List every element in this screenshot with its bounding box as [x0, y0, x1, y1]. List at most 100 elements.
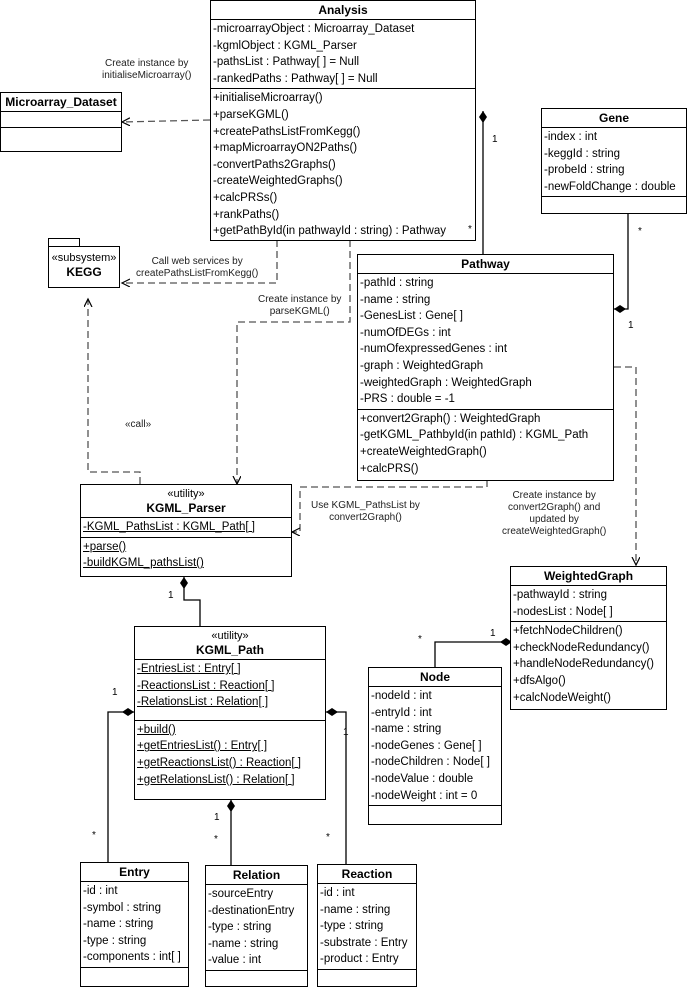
mult-analysis-pathway-1: 1: [492, 134, 498, 145]
class-kgml-parser-methods: +parse() -buildKGML_pathsList(): [81, 538, 291, 573]
dep-analysis-kegg: [122, 240, 278, 283]
attribute: -name : string: [371, 723, 442, 736]
attribute: -numOfDEGs : int: [360, 326, 451, 339]
class-pathway-attributes: -pathId : string -name : string -GenesLi…: [358, 274, 613, 410]
class-reaction-methods: [318, 970, 416, 980]
label-line: Create instance by: [258, 294, 342, 305]
class-kgml-path-attributes: -EntriesList : Entry[ ] -ReactionsList :…: [135, 660, 325, 721]
attribute: -keggId : string: [544, 147, 621, 160]
label-line: Use KGML_PathsList by: [311, 500, 420, 511]
comp-path-entry: [107, 708, 134, 862]
class-relation-methods: [206, 971, 307, 981]
mult-path-entry-1: 1: [112, 687, 118, 698]
attribute: -name : string: [360, 293, 431, 306]
attribute: -PRS : double = -1: [360, 393, 455, 406]
dep-pathway-weightedgraph: [614, 366, 636, 565]
attribute: -pathsList : Pathway[ ] = Null: [213, 56, 360, 69]
method: +mapMicroarrayON2Paths(): [213, 142, 358, 155]
attribute: -type : string: [320, 920, 384, 933]
attribute: -nodesList : Node[ ]: [513, 605, 613, 618]
label-line: parseKGML(): [269, 306, 330, 317]
class-kgml-path-header: «utility» KGML_Path: [135, 627, 325, 660]
class-entry-methods: [81, 968, 188, 980]
class-kgml-parser-stereotype: «utility»: [167, 488, 205, 500]
method: +calcPRS(): [360, 462, 419, 475]
attribute: -nodeWeight : int = 0: [371, 789, 478, 802]
attribute: -type : string: [83, 934, 147, 947]
comp-pathway-gene: [614, 213, 629, 313]
method: +convert2Graph() : WeightedGraph: [360, 412, 541, 425]
class-kgml-parser[interactable]: «utility» KGML_Parser -KGML_PathsList : …: [80, 484, 292, 577]
attribute: -newFoldChange : double: [544, 180, 676, 193]
attribute: -id : int: [83, 885, 118, 897]
class-gene-attributes: -index : int -keggId : string -probeId :…: [542, 128, 686, 198]
method: +dfsAlgo(): [513, 674, 566, 687]
class-microarray-methods: [1, 128, 121, 143]
attribute: -symbol : string: [83, 901, 161, 914]
attribute: -probeId : string: [544, 164, 625, 177]
class-pathway-methods: +convert2Graph() : WeightedGraph -getKGM…: [358, 410, 613, 478]
method: -getKGML_PathbyId(in pathId) : KGML_Path: [360, 429, 589, 442]
class-weighted-graph[interactable]: WeightedGraph -pathwayId : string -nodes…: [510, 566, 667, 710]
package-kegg[interactable]: «subsystem» KEGG: [48, 238, 122, 298]
class-analysis-attributes: -microarrayObject : Microarray_Dataset -…: [211, 20, 475, 90]
class-gene[interactable]: Gene -index : int -keggId : string -prob…: [541, 108, 687, 214]
comp-weightedgraph-node: [434, 638, 512, 667]
method: +getPathById(in pathwayId : string) : Pa…: [213, 225, 446, 238]
method: -convertPaths2Graphs(): [213, 158, 336, 171]
class-node-name: Node: [420, 670, 450, 684]
method: -buildKGML_pathsList(): [83, 557, 204, 570]
class-analysis[interactable]: Analysis -microarrayObject : Microarray_…: [210, 0, 476, 241]
dep-parser-kegg: [88, 299, 141, 484]
attribute: -numOfexpressedGenes : int: [360, 343, 508, 356]
label-use-paths: Use KGML_PathsList by convert2Graph(): [311, 500, 420, 524]
class-kgml-parser-header: «utility» KGML_Parser: [81, 485, 291, 518]
class-relation-name: Relation: [232, 868, 281, 882]
class-relation[interactable]: Relation -sourceEntry -destinationEntry …: [205, 865, 308, 987]
label-line: Create instance by: [512, 490, 596, 501]
class-weighted-graph-header: WeightedGraph: [511, 567, 666, 586]
attribute-spacer: [137, 711, 325, 719]
method: +checkNodeRedundancy(): [513, 641, 650, 654]
class-microarray-header: Microarray_Dataset: [1, 93, 121, 112]
mult-analysis-pathway-star: *: [468, 224, 472, 235]
label-line: createPathsListFromKegg(): [136, 268, 259, 279]
class-analysis-methods: +initialiseMicroarray() +parseKGML() +cr…: [211, 89, 475, 240]
attribute: -nodeGenes : Gene[ ]: [371, 739, 482, 752]
class-node-header: Node: [369, 668, 501, 687]
class-microarray-dataset[interactable]: Microarray_Dataset: [0, 92, 122, 152]
attribute: -name : string: [320, 903, 391, 916]
attribute: -ReactionsList : Reaction[ ]: [137, 679, 275, 692]
label-line: convert2Graph(): [329, 512, 402, 523]
attribute: -type : string: [208, 921, 272, 934]
method: +rankPaths(): [213, 208, 280, 221]
mult-wg-node-star: *: [418, 634, 422, 645]
attribute: -value : int: [208, 954, 262, 967]
class-pathway[interactable]: Pathway -pathId : string -name : string …: [357, 254, 614, 481]
class-node[interactable]: Node -nodeId : int -entryId : int -name …: [368, 667, 502, 825]
class-analysis-name: Analysis: [318, 3, 368, 17]
label-line: updated by: [529, 514, 579, 525]
attribute: -name : string: [208, 937, 279, 950]
class-reaction-name: Reaction: [341, 867, 393, 881]
label-call: «call»: [125, 419, 152, 430]
attribute: -weightedGraph : WeightedGraph: [360, 376, 532, 389]
class-kgml-path[interactable]: «utility» KGML_Path -EntriesList : Entry…: [134, 626, 326, 800]
class-weighted-graph-attributes: -pathwayId : string -nodesList : Node[ ]: [511, 586, 666, 623]
class-entry[interactable]: Entry -id : int -symbol : string -name :…: [80, 862, 189, 987]
method: +initialiseMicroarray(): [213, 92, 323, 105]
attribute: -EntriesList : Entry[ ]: [137, 663, 241, 675]
attribute: -destinationEntry: [208, 904, 295, 917]
method: +build(): [137, 723, 176, 736]
method: +getReactionsList() : Reaction[ ]: [137, 756, 301, 769]
dep-pathway-parser: [292, 480, 488, 532]
class-gene-header: Gene: [542, 109, 686, 128]
label-line: createWeightedGraph(): [502, 526, 607, 537]
class-reaction[interactable]: Reaction -id : int -name : string -type …: [317, 864, 417, 987]
label-create-parser: Create instance by parseKGML(): [258, 294, 341, 318]
method: +fetchNodeChildren(): [513, 625, 623, 638]
method: +handleNodeRedundancy(): [513, 658, 654, 671]
package-kegg-tab: [48, 238, 80, 247]
label-line: Create instance by: [105, 58, 189, 69]
class-pathway-name: Pathway: [461, 257, 510, 271]
